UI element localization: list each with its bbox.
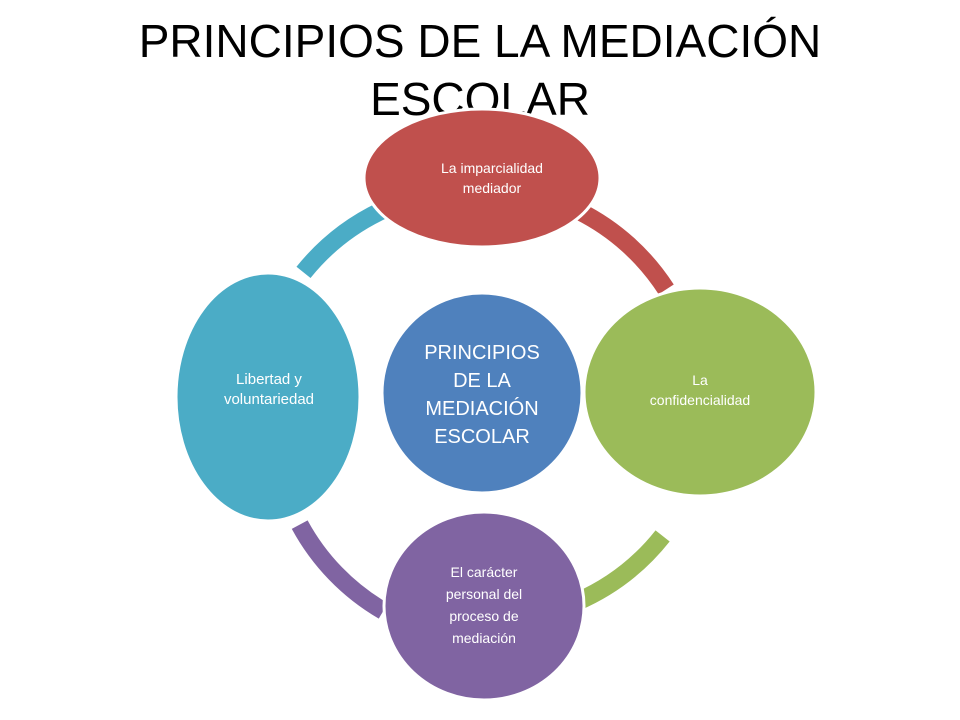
node-right (582, 286, 818, 498)
node-bottom (382, 510, 586, 702)
ring-arc-top-right (575, 203, 674, 295)
node-bottom-label: El carácter personal del proceso de medi… (445, 564, 523, 646)
ring-arc-left-top (296, 202, 386, 279)
node-left (174, 271, 362, 523)
node-top (362, 107, 602, 249)
node-top-label: La imparcialidad mediador (441, 160, 543, 196)
center-node-label: PRINCIPIOS DE LA MEDIACIÓN ESCOLAR (424, 342, 540, 448)
ring-arc-bottom-left (291, 520, 388, 619)
node-right-label: La confidencialidad (649, 372, 751, 408)
center-node (380, 291, 584, 495)
ring-arc-right-bottom (572, 530, 670, 611)
node-left-label: Libertad y voluntariedad (223, 371, 315, 408)
